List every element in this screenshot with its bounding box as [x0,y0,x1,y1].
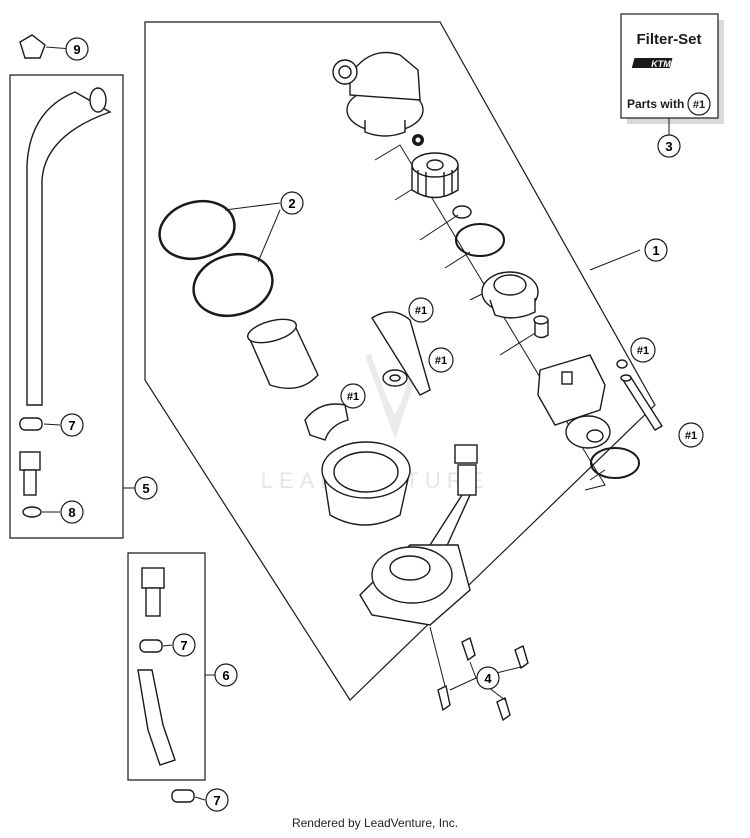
ref-tag-1[interactable]: #1 [408,297,434,323]
pump-tube[interactable] [620,374,663,431]
svg-text:#1: #1 [637,345,649,357]
pump-housing-cup[interactable] [321,441,411,526]
svg-text:8: 8 [68,505,75,520]
group-frame-6 [127,552,206,781]
callout-8[interactable]: 8 [60,500,84,524]
sleeve[interactable] [533,315,549,339]
hose-clamp[interactable] [19,417,195,803]
svg-text:#1: #1 [435,355,447,367]
callout-9[interactable]: 9 [65,37,89,61]
pump-flange[interactable] [359,544,471,626]
connector-plug[interactable] [429,444,478,551]
o-ring-connector[interactable] [22,506,42,518]
svg-text:5: 5 [142,481,149,496]
svg-text:1: 1 [652,243,659,258]
mounting-screw[interactable] [437,636,529,722]
filter-set-title: Filter-Set [636,31,701,48]
callout-1[interactable]: 1 [644,238,668,262]
bent-hose[interactable] [137,669,176,766]
fuel-pump-motor[interactable] [537,354,611,449]
o-ring-medium[interactable] [455,223,505,257]
callout-7-upper[interactable]: 7 [60,413,84,437]
svg-text:#1: #1 [347,391,359,403]
ref-tag-4[interactable]: #1 [630,337,656,363]
callout-3[interactable]: 3 [657,134,681,158]
ref-tag-5[interactable]: #1 [678,422,704,448]
clip-ring[interactable] [382,369,408,387]
assembly-frame [144,21,656,701]
callout-6[interactable]: 6 [214,663,238,687]
retaining-clip[interactable] [304,403,349,441]
svg-text:3: 3 [665,139,672,154]
brand-logo-text: KTM [651,59,671,69]
callout-5[interactable]: 5 [134,476,158,500]
ref-tag-3[interactable]: #1 [340,383,366,409]
svg-text:#1: #1 [685,430,697,442]
quick-connector[interactable] [19,451,165,617]
pressure-regulator[interactable] [481,271,539,319]
filter-bracket[interactable] [371,311,431,396]
group-frame-5 [9,74,124,539]
clamp-clip-9[interactable] [19,34,46,59]
leader-lines [42,46,526,801]
parts-with-label: Parts with [627,97,684,111]
svg-text:9: 9 [73,42,80,57]
footer-credit: Rendered by LeadVenture, Inc. [291,816,459,830]
svg-text:7: 7 [68,418,75,433]
svg-text:#1: #1 [415,305,427,317]
seal-ring-upper[interactable] [153,193,241,267]
rubber-sleeve[interactable] [245,315,319,389]
seal-ring-lower[interactable] [187,246,280,325]
callout-7-middle[interactable]: 7 [172,633,196,657]
svg-text:4: 4 [484,671,492,686]
fuel-filter[interactable] [411,152,459,199]
svg-text:7: 7 [180,638,187,653]
brand-logo [631,58,673,68]
o-ring-bottom[interactable] [590,447,640,479]
fuel-pump-head[interactable] [332,51,424,137]
ref-tag-2[interactable]: #1 [428,347,454,373]
svg-text:2: 2 [288,196,295,211]
parts-with-tag: #1 [693,99,705,111]
svg-text:7: 7 [213,793,220,808]
fuel-hose-long[interactable] [26,87,112,406]
o-ring-tiny[interactable] [616,359,628,369]
callout-7-lower[interactable]: 7 [205,788,229,812]
o-ring-filter[interactable] [452,205,472,219]
callout-2[interactable]: 2 [280,191,304,215]
svg-text:6: 6 [222,668,229,683]
o-ring-small[interactable] [412,134,424,146]
filter-set-box: Filter-Set KTM Parts with #1 [620,13,724,124]
callout-4[interactable]: 4 [476,666,500,690]
